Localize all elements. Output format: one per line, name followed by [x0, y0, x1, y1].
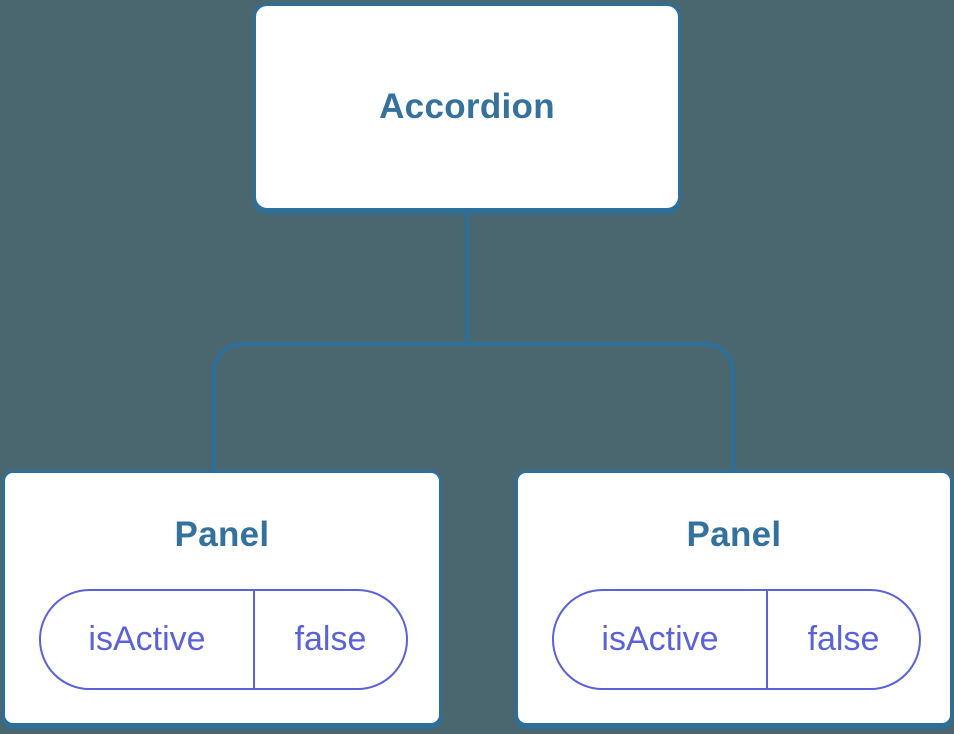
- state-name: isActive: [554, 591, 768, 688]
- state-value: false: [294, 620, 367, 658]
- connector-bracket: [212, 342, 735, 470]
- panel-node-left: Panel isActive false: [2, 470, 442, 726]
- panel-left-label: Panel: [174, 515, 270, 554]
- state-value: false: [807, 620, 880, 658]
- connector-stem: [465, 211, 469, 346]
- state-name: isActive: [41, 591, 255, 688]
- accordion-node: Accordion: [253, 3, 681, 211]
- panel-right-state-pill: isActive false: [552, 589, 921, 690]
- panel-left-state-pill: isActive false: [39, 589, 408, 690]
- accordion-node-label: Accordion: [379, 87, 555, 126]
- panel-node-right: Panel isActive false: [515, 470, 953, 726]
- panel-right-label: Panel: [686, 515, 782, 554]
